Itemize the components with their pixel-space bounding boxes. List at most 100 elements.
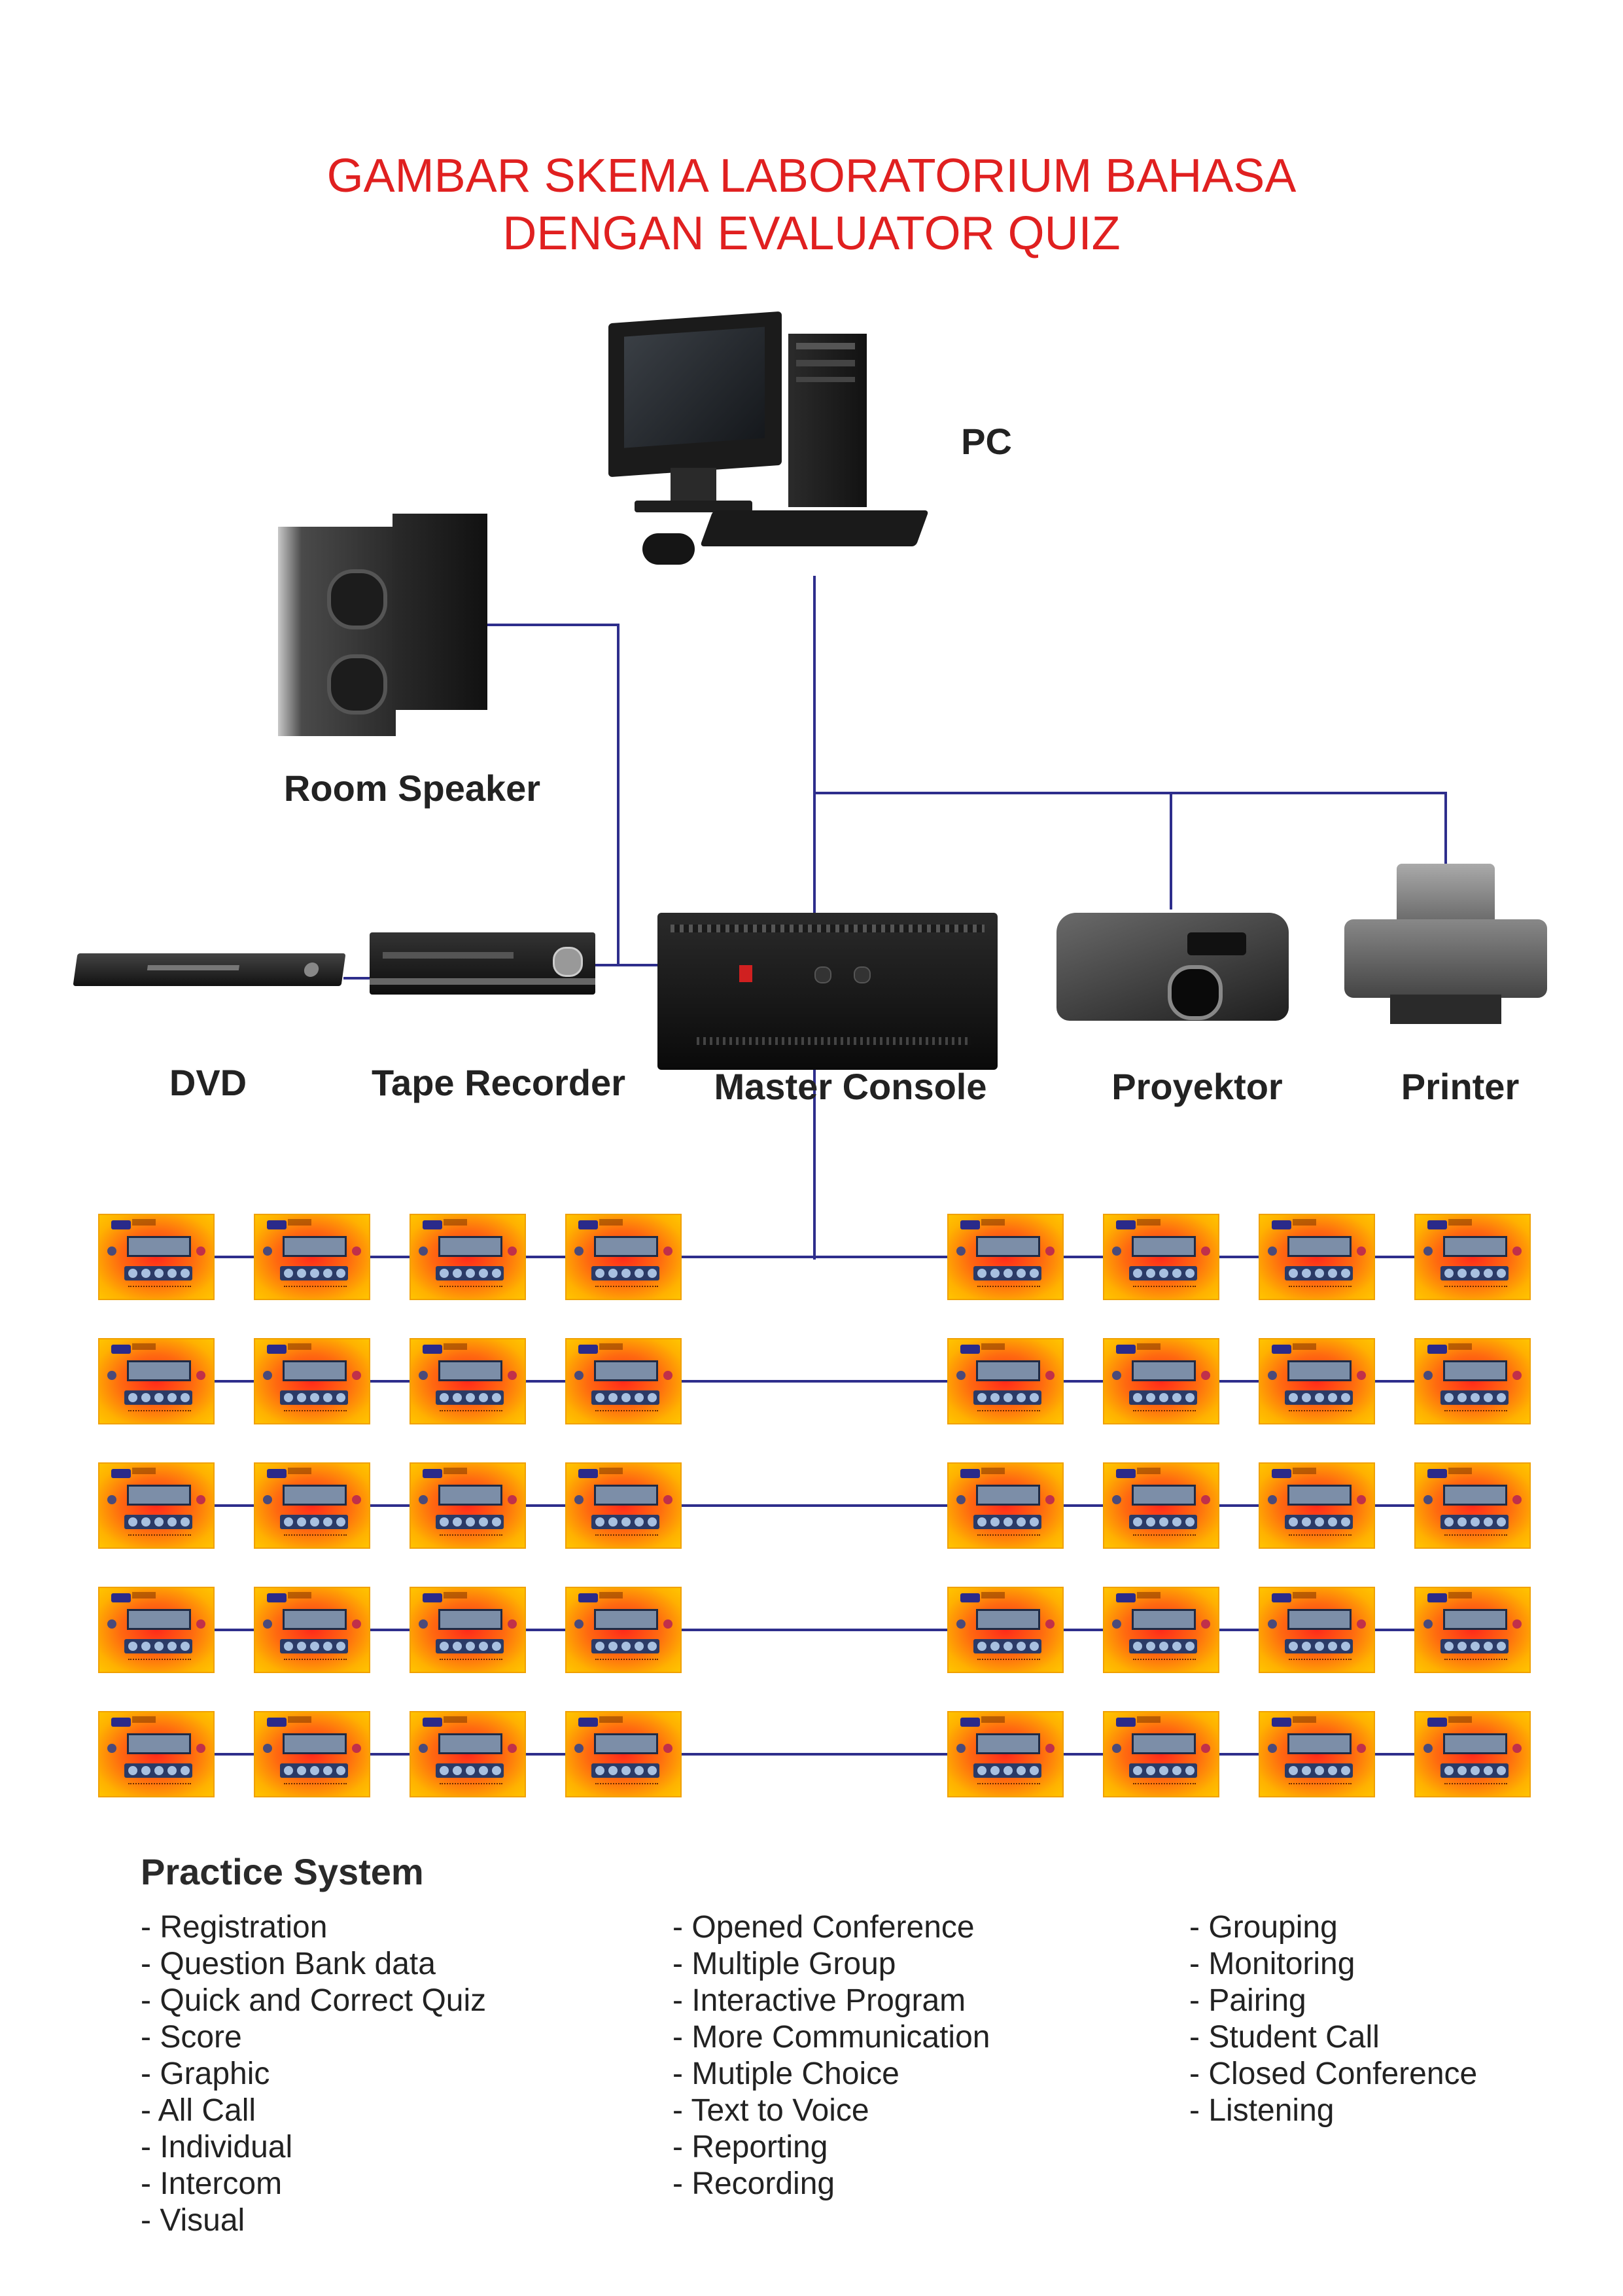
unit-buttons [591, 1763, 659, 1778]
practice-item: - Quick and Correct Quiz [141, 1983, 487, 2018]
unit-buttons [591, 1515, 659, 1529]
unit-buttons [436, 1639, 504, 1653]
practice-item: - Registration [141, 1910, 328, 1945]
unit-logo-icon [578, 1593, 598, 1602]
title-line-1: GAMBAR SKEMA LABORATORIUM BAHASA [326, 150, 1297, 202]
student-unit [1414, 1214, 1531, 1300]
unit-buttons [124, 1763, 192, 1778]
unit-logo-icon [111, 1469, 131, 1478]
practice-list-col-1: - Registration- Question Bank data- Quic… [141, 1909, 486, 2239]
unit-logo-icon [423, 1220, 442, 1229]
unit-screen [283, 1360, 347, 1381]
practice-item: - Recording [672, 2166, 835, 2201]
student-unit [1414, 1462, 1531, 1549]
unit-buttons [280, 1515, 348, 1529]
unit-screen [127, 1236, 191, 1257]
unit-logo-icon [1272, 1469, 1291, 1478]
unit-logo-icon [960, 1220, 980, 1229]
unit-screen [1443, 1360, 1507, 1381]
student-unit [1414, 1711, 1531, 1797]
practice-item: - Reporting [672, 2130, 828, 2164]
student-unit [1103, 1587, 1219, 1673]
speaker-icon [278, 527, 396, 736]
unit-logo-icon [578, 1469, 598, 1478]
student-unit [410, 1462, 526, 1549]
student-unit [565, 1711, 682, 1797]
student-unit [565, 1214, 682, 1300]
unit-logo-icon [423, 1345, 442, 1354]
student-unit [1259, 1338, 1375, 1424]
unit-buttons [1440, 1639, 1509, 1653]
unit-screen [438, 1609, 502, 1630]
unit-logo-icon [111, 1220, 131, 1229]
unit-buttons [1129, 1763, 1197, 1778]
unit-screen [438, 1360, 502, 1381]
pc-label: PC [961, 421, 1012, 462]
student-unit [1103, 1214, 1219, 1300]
unit-logo-icon [267, 1718, 287, 1727]
console-icon [657, 913, 998, 1070]
unit-screen [1443, 1485, 1507, 1506]
practice-item: - All Call [141, 2093, 256, 2128]
practice-item: - Interactive Program [672, 1983, 966, 2018]
printer-label: Printer [1401, 1066, 1520, 1107]
practice-item: - Monitoring [1189, 1947, 1355, 1981]
unit-buttons [1285, 1763, 1353, 1778]
unit-logo-icon [960, 1593, 980, 1602]
unit-screen [127, 1733, 191, 1754]
unit-screen [127, 1609, 191, 1630]
unit-logo-icon [1116, 1718, 1136, 1727]
unit-screen [1132, 1609, 1196, 1630]
unit-buttons [973, 1639, 1041, 1653]
student-unit [254, 1338, 370, 1424]
unit-logo-icon [1427, 1718, 1447, 1727]
wire-printer [814, 792, 1447, 864]
unit-logo-icon [578, 1718, 598, 1727]
dvd-label: DVD [169, 1062, 247, 1103]
unit-buttons [1440, 1266, 1509, 1280]
student-unit [410, 1711, 526, 1797]
student-unit [1103, 1338, 1219, 1424]
unit-buttons [436, 1763, 504, 1778]
printer-device [1344, 864, 1547, 1031]
unit-screen [594, 1609, 658, 1630]
student-unit [1414, 1587, 1531, 1673]
unit-buttons [1440, 1763, 1509, 1778]
unit-logo-icon [267, 1469, 287, 1478]
unit-buttons [436, 1390, 504, 1405]
unit-screen [127, 1360, 191, 1381]
unit-buttons [591, 1266, 659, 1280]
unit-buttons [280, 1763, 348, 1778]
unit-buttons [280, 1390, 348, 1405]
student-unit [410, 1338, 526, 1424]
unit-screen [976, 1236, 1040, 1257]
unit-buttons [1440, 1390, 1509, 1405]
unit-screen [1287, 1360, 1352, 1381]
unit-screen [594, 1360, 658, 1381]
tape-recorder-icon [370, 932, 595, 995]
practice-item: - More Communication [672, 2020, 990, 2055]
unit-buttons [591, 1390, 659, 1405]
title-line-2: DENGAN EVALUATOR QUIZ [502, 207, 1121, 260]
unit-buttons [1129, 1266, 1197, 1280]
student-unit [98, 1587, 215, 1673]
student-unit [947, 1462, 1064, 1549]
student-unit [1414, 1338, 1531, 1424]
practice-item: - Text to Voice [672, 2093, 869, 2128]
practice-item: - Visual [141, 2203, 245, 2238]
unit-buttons [1440, 1515, 1509, 1529]
unit-logo-icon [1427, 1593, 1447, 1602]
unit-screen [594, 1236, 658, 1257]
unit-buttons [124, 1266, 192, 1280]
unit-logo-icon [578, 1345, 598, 1354]
unit-logo-icon [1116, 1345, 1136, 1354]
unit-screen [283, 1609, 347, 1630]
unit-buttons [436, 1515, 504, 1529]
room-speaker-label: Room Speaker [283, 768, 541, 809]
master-console-device [657, 913, 998, 1070]
practice-item: - Student Call [1189, 2020, 1380, 2055]
unit-screen [1443, 1236, 1507, 1257]
unit-buttons [124, 1515, 192, 1529]
unit-logo-icon [960, 1469, 980, 1478]
